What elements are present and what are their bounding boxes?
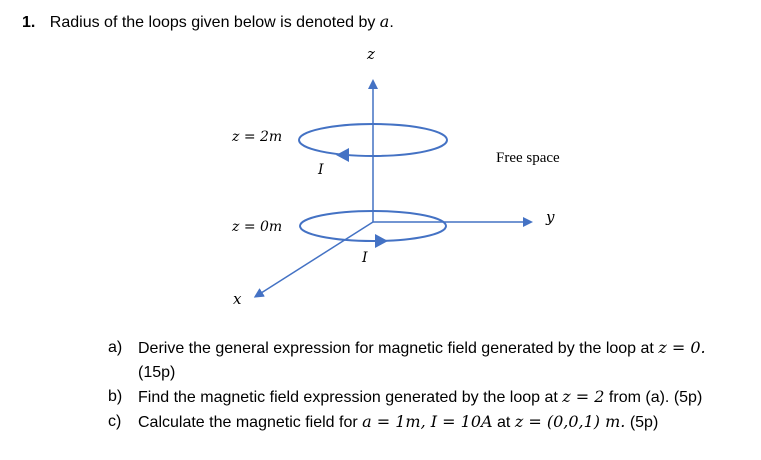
current-arrow-bottom [375, 234, 388, 248]
loops-figure: z y x z = 2m z = 0m I I Free space [231, 45, 560, 308]
loop-top-label: z = 2m [231, 129, 282, 145]
part-c: c) Calculate the magnetic field for a = … [108, 410, 706, 435]
axis-x-label: x [233, 290, 242, 308]
loop-top [298, 123, 448, 157]
part-a: a) Derive the general expression for mag… [108, 336, 706, 361]
part-b-label: b) [108, 388, 123, 405]
question-end: . [389, 14, 394, 31]
current-arrow-top [336, 148, 349, 162]
axis-y-label: y [545, 208, 555, 226]
part-a-text: Derive the general expression for magnet… [138, 338, 706, 357]
question-var: a [379, 12, 390, 31]
part-a-label: a) [108, 339, 123, 356]
question-text: Radius of the loops given below is denot… [49, 14, 376, 31]
current-bottom-label: I [361, 250, 368, 266]
medium-label: Free space [496, 150, 560, 166]
part-c-label: c) [108, 413, 122, 430]
part-b: b) Find the magnetic field expression ge… [108, 385, 706, 410]
axis-z-label: z [366, 45, 375, 63]
part-a-continuation: (15p) [138, 364, 176, 381]
question-1: 1. Radius of the loops given below is de… [22, 12, 394, 32]
current-top-label: I [317, 162, 324, 178]
sub-questions: a) Derive the general expression for mag… [108, 336, 706, 435]
x-axis [253, 221, 374, 298]
loop-bottom [299, 210, 447, 242]
part-c-text: Calculate the magnetic field for a = 1m,… [138, 412, 659, 431]
question-number: 1. [22, 14, 36, 31]
part-b-text: Find the magnetic field expression gener… [138, 387, 703, 406]
loop-bottom-label: z = 0m [231, 219, 282, 235]
